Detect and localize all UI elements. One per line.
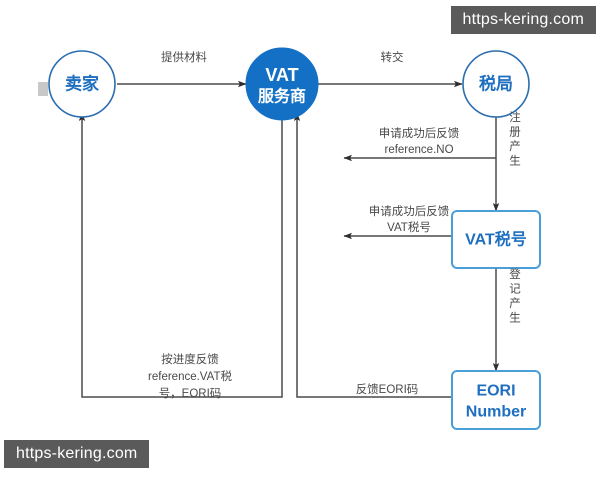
- decorative-grey-mark: [38, 82, 48, 96]
- node-vat-agent-label-line1: VAT: [265, 65, 298, 85]
- edge-label-feedback-reference-line2: reference.NO: [384, 144, 453, 156]
- node-seller[interactable]: [48, 50, 116, 118]
- edge-feedback-eori-path: [293, 112, 452, 398]
- node-vat-number-label: VAT税号: [465, 230, 527, 249]
- watermark-bottom: https-kering.com: [4, 440, 150, 468]
- edge-label-register-generates: 注册产生: [508, 110, 521, 169]
- node-vat-agent-label-line2: 服务商: [258, 87, 306, 106]
- edge-label-supply-materials: 提供材料: [161, 50, 207, 64]
- edge-label-progress-feedback-line2: reference.VAT税: [148, 369, 232, 383]
- edge-label-hand-over: 转交: [381, 50, 404, 64]
- watermark-top: https-kering.com: [450, 6, 596, 34]
- node-vat-number[interactable]: [451, 210, 541, 269]
- edge-progress-feedback-path: [78, 112, 283, 398]
- edge-label-progress-feedback-line1: 按进度反馈: [161, 352, 219, 366]
- node-tax-office-label: 税局: [479, 74, 513, 94]
- edge-label-record-generates: 登记产生: [508, 267, 521, 326]
- node-seller-label: 卖家: [65, 74, 99, 94]
- edge-label-feedback-vat-number-line2: VAT税号: [387, 220, 431, 234]
- edge-label-feedback-reference-line1: 申请成功后反馈: [379, 127, 460, 140]
- node-eori-number-label-line2: Number: [466, 404, 526, 421]
- edge-label-feedback-eori: 反馈EORI码: [356, 383, 419, 396]
- edge-label-feedback-vat-number-line1: 申请成功后反馈: [369, 205, 450, 218]
- node-eori-number[interactable]: [451, 370, 541, 430]
- node-vat-agent[interactable]: [245, 47, 319, 121]
- node-eori-number-label-line1: EORI: [476, 383, 515, 400]
- edge-label-progress-feedback-line3: 号，EORI码: [159, 387, 222, 400]
- node-tax-office[interactable]: [462, 50, 530, 118]
